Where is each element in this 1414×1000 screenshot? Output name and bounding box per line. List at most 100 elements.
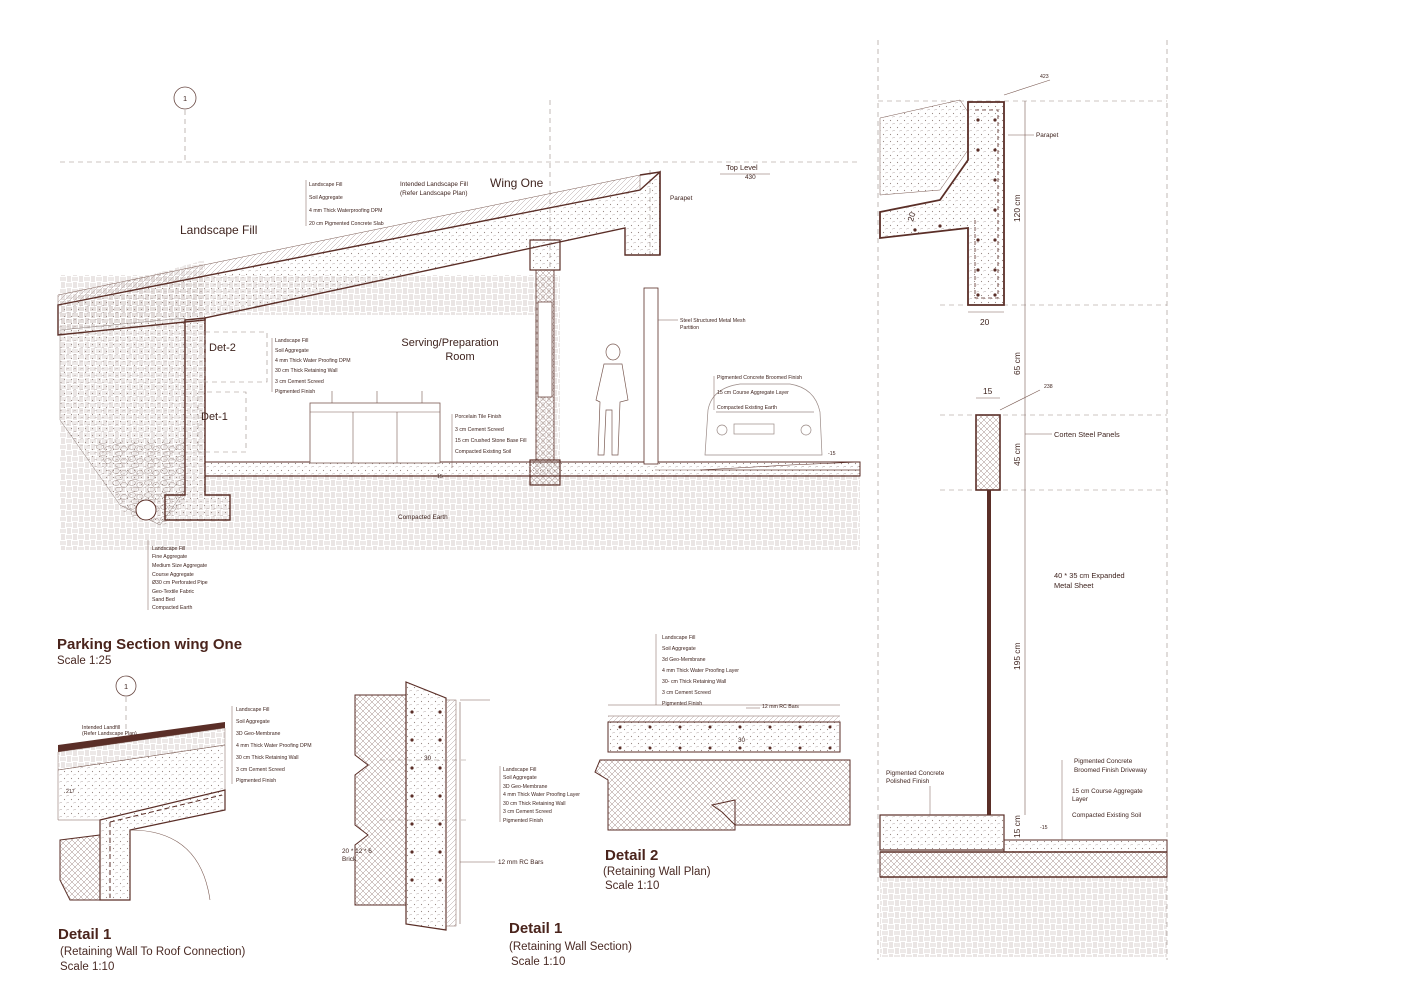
detail1a-subtitle: (Retaining Wall To Roof Connection) [60,946,246,958]
room-name-line2: Room [445,351,474,363]
svg-text:Ø30 cm Perforated Pipe: Ø30 cm Perforated Pipe [152,580,208,586]
dim-20: 20 [980,317,990,327]
svg-text:Porcelain Tile Finish: Porcelain Tile Finish [455,414,502,420]
svg-text:Landscape Fill: Landscape Fill [152,546,185,552]
svg-text:3 cm Cement Screed: 3 cm Cement Screed [236,767,285,773]
dim-30: 30 [738,737,746,744]
svg-text:30 cm Thick Retaining Wall: 30 cm Thick Retaining Wall [236,755,299,761]
wall-layer-labels: Landscape Fill Soil Aggregate 4 mm Thick… [275,338,351,395]
drain-layer-labels: Landscape Fill Fine Aggregate Medium Siz… [152,546,208,611]
svg-text:3D Geo-Membrane: 3D Geo-Membrane [236,731,281,737]
detail1b-scale: Scale 1:10 [511,956,565,968]
person-figure [595,343,629,456]
intended-line2: (Refer Landscape Plan) [82,731,137,737]
svg-text:Landscape Fill: Landscape Fill [662,635,695,641]
svg-text:Soil Aggregate: Soil Aggregate [503,775,537,781]
svg-text:4 mm Thick Waterproofing DPM: 4 mm Thick Waterproofing DPM [309,208,383,214]
detail1b-title: Detail 1 [509,920,562,937]
parapet-label: Parapet [670,195,693,202]
detail1a-scale: Scale 1:10 [60,961,114,973]
svg-text:30 cm Thick Retaining Wall: 30 cm Thick Retaining Wall [503,801,566,807]
svg-text:Geo-Textile Fabric: Geo-Textile Fabric [152,589,194,595]
det2-label: Det-2 [209,342,236,354]
svg-text:Compacted Existing Soil: Compacted Existing Soil [455,449,511,455]
parking-layer-labels: Pigmented Concrete Broomed Finish 15 cm … [717,375,802,411]
counter [309,391,441,464]
partition-line2: Partition [680,325,699,331]
detail1-wall-section: 30 20 * 12 * 6 Brick Landscape Fill Soil… [342,681,632,968]
aggregate-line2: Layer [1072,796,1089,803]
landscape-fill-label: Landscape Fill [180,223,257,237]
dim-20-slab: 20 [905,211,917,223]
detail2-wall-plan: 30 12 mm RC Bars Landscape Fill Soil Agg… [594,634,851,892]
retaining-wall [164,317,231,521]
mesh-post [987,490,991,815]
polished-line1: Pigmented Concrete [886,770,945,777]
wing-label: Wing One [490,176,544,190]
corten-label: Corten Steel Panels [1054,430,1120,439]
svg-text:Medium Size Aggregate: Medium Size Aggregate [152,563,207,569]
svg-text:Fine Aggregate: Fine Aggregate [152,554,187,560]
beam [529,239,561,271]
detail2-layer-labels: Landscape Fill Soil Aggregate 3d Geo-Mem… [662,635,739,707]
dim-45: 45 cm [1012,443,1022,466]
detail2-subtitle: (Retaining Wall Plan) [603,866,711,878]
top-level-label: Top Level [726,163,758,172]
compacted-earth-label: Compacted Earth [398,514,448,521]
grid-bubble [173,86,197,110]
rc-bars-label: 12 mm RC Bars [762,704,799,710]
driveway-line1: Pigmented Concrete [1074,758,1133,765]
dim-423: 423 [1040,74,1049,80]
brick-line2: Brick [342,856,357,863]
intended-fill-line2: (Refer Landscape Plan) [400,190,468,197]
svg-text:Landscape Fill: Landscape Fill [503,767,536,773]
rc-bars-label: 12 mm RC Bars [498,859,543,866]
parapet-label: Parapet [1036,132,1059,139]
svg-text:15 cm Course Aggregate Layer: 15 cm Course Aggregate Layer [717,390,789,396]
svg-text:15 cm Crushed Stone Base Fill: 15 cm Crushed Stone Base Fill [455,438,527,444]
svg-text:4 mm Thick Water Proofing Laye: 4 mm Thick Water Proofing Layer [662,668,739,674]
detail2-title: Detail 2 [605,847,658,864]
corten-panel [975,414,1001,491]
svg-text:Landscape Fill: Landscape Fill [236,707,269,713]
section-title: Parking Section wing One [57,636,242,653]
brick-wall [354,694,407,906]
floor-layer-labels: Porcelain Tile Finish 3 cm Cement Screed… [455,414,527,455]
svg-text:Soil Aggregate: Soil Aggregate [275,348,309,354]
grid-bubble-label: 1 [124,682,128,691]
plan-wall [607,721,841,753]
svg-text:3 cm Cement Screed: 3 cm Cement Screed [503,809,552,815]
driveway-line2: Broomed Finish Driveway [1074,767,1148,774]
dim-30: 30 [424,755,432,762]
partition-line1: Steel Structured Metal Mesh [680,318,746,324]
dim-120: 120 cm [1012,195,1022,222]
svg-text:3 cm Cement Screed: 3 cm Cement Screed [455,427,504,433]
svg-text:Compacted Earth: Compacted Earth [152,605,192,611]
detail1b-subtitle: (Retaining Wall Section) [509,941,632,953]
level-minus: -15 [1040,825,1048,831]
svg-text:Pigmented Finish: Pigmented Finish [503,818,543,824]
svg-text:Course Aggregate: Course Aggregate [152,572,194,578]
svg-text:3d Geo-Membrane: 3d Geo-Membrane [662,657,706,663]
svg-text:Soil Aggregate: Soil Aggregate [309,195,343,201]
detail1-roof-connection: 1 Intended Landfill (Refer Landscape Pla… [57,675,312,973]
rc-wall [405,681,447,931]
svg-text:Pigmented Concrete Broomed Fin: Pigmented Concrete Broomed Finish [717,375,802,381]
parapet-fence-detail: 423 Parapet 120 cm 20 20 65 cm 15 238 Co… [877,40,1168,960]
perforated-pipe [135,499,157,521]
dim-15-bottom: 15 cm [1012,815,1022,838]
dim-238: 238 [1044,384,1053,390]
plan-brick [594,759,851,831]
svg-text:Landscape Fill: Landscape Fill [275,338,308,344]
svg-text:Pigmented Finish: Pigmented Finish [275,389,315,395]
section-scale: Scale 1:25 [57,655,111,667]
svg-text:20 cm Pigmented Concrete Slab: 20 cm Pigmented Concrete Slab [309,221,384,227]
dim-195: 195 cm [1012,643,1022,670]
dim-15: 15 [437,474,443,480]
svg-text:Compacted Existing Earth: Compacted Existing Earth [717,405,777,411]
svg-text:Soil Aggregate: Soil Aggregate [236,719,270,725]
svg-text:Sand Bed: Sand Bed [152,597,175,603]
mesh-line1: 40 * 35 cm Expanded [1054,571,1125,580]
dim-15-top: 15 [983,386,993,396]
